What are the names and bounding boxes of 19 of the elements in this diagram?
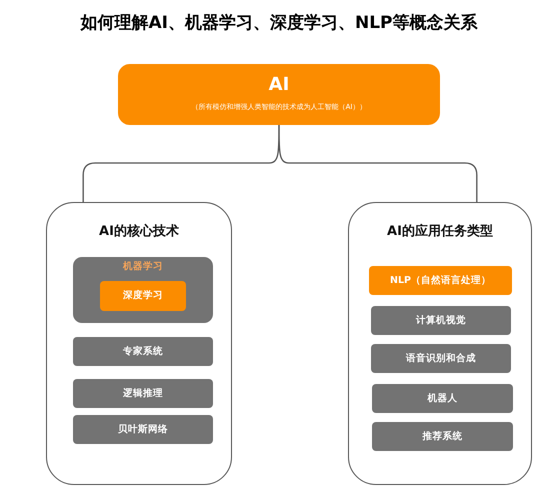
highlight-box: 深度学习: [100, 281, 186, 311]
group-box: [73, 257, 213, 323]
heading: AI: [268, 74, 290, 95]
highlight-box: NLP（自然语言处理）: [369, 266, 512, 295]
item-box: 推荐系统: [372, 422, 513, 451]
title: 如何理解AI、机器学习、深度学习、NLP等概念关系: [79, 12, 478, 34]
item-box: 计算机视觉: [371, 306, 511, 335]
connector-line: [278, 125, 478, 202]
panel-heading: AI的应用任务类型: [386, 222, 494, 240]
category-panel: [46, 202, 232, 485]
item-box: 语音识别和合成: [371, 344, 511, 373]
item-box: 贝叶斯网络: [73, 415, 213, 444]
panel-heading: AI的核心技术: [98, 222, 180, 240]
concept-box: [118, 64, 440, 125]
item-box: 专家系统: [73, 337, 213, 366]
item-box: 逻辑推理: [73, 379, 213, 408]
group-label: 机器学习: [122, 260, 164, 273]
item-box: 机器人: [372, 384, 513, 413]
category-panel: [348, 202, 532, 485]
